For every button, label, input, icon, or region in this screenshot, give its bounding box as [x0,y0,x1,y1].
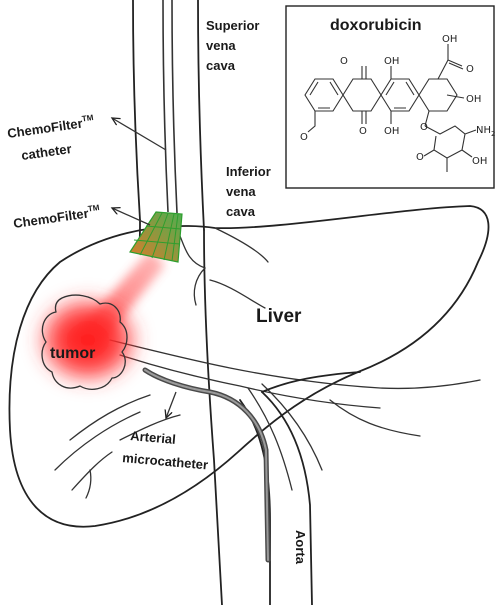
substituent-bonds [307,44,477,172]
atom-oh-sugar: OH [472,156,487,167]
atom-nh2: NH2 [476,125,495,138]
atom-o-ketone: O [466,64,474,75]
hepatic-vessels [54,339,481,499]
ivc-label-line3: cava [226,204,256,219]
ivc-label-line2: vena [226,184,256,199]
atom-oh-ch2: OH [442,34,457,45]
superior-vena-cava [132,0,223,605]
svc-label-line3: cava [206,58,236,73]
atom-o-sugar-ring: O [416,152,424,163]
arterial-microcatheter [142,367,271,563]
chemofilter-cone [129,211,183,263]
atom-oh-ring: OH [466,94,481,105]
catheter-label-line2: catheter [20,141,72,163]
filter-label: ChemoFilterTM [12,203,101,231]
catheter-label-line1: ChemoFilterTM [6,113,95,141]
chemofilter-catheter [162,0,178,214]
ivc-label-line1: Inferior [226,164,271,179]
atom-labels: O OH OH OH O O OH O NH2 O OH O [300,34,495,167]
pointer-arrows [112,118,177,418]
atom-o-glycoside: O [420,122,428,133]
svc-label-line2: vena [206,38,236,53]
liver-label: Liver [256,306,302,327]
atom-oh-top: OH [384,56,399,67]
tumor [33,292,143,390]
microcatheter-label-line2: microcatheter [122,450,209,472]
aorta-label: Aorta [293,530,308,565]
atom-o-methoxy: O [300,132,308,143]
atom-oh-bottom: OH [384,126,399,137]
svc-label-line1: Superior [206,18,259,33]
atom-o-top-left: O [340,56,348,67]
labels: Superior vena cava Inferior vena cava Ch… [6,18,308,565]
aorta [239,371,361,605]
microcatheter-label-line1: Arterial [130,428,177,447]
tumor-label: tumor [50,345,95,362]
atom-o-bottom: O [359,126,367,137]
inferior-vena-cava [179,227,269,309]
structure-title: doxorubicin [330,17,422,34]
doxorubicin-structure: doxorubicin O OH [285,5,495,189]
